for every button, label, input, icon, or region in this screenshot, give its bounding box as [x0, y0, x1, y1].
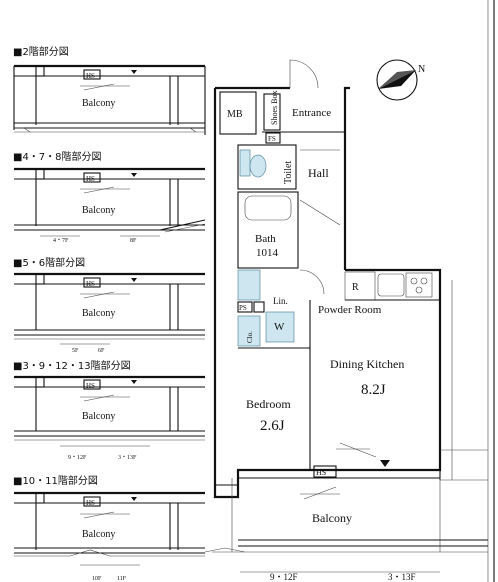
floor-note: 9・12F [68, 455, 87, 461]
closet-fixture [237, 315, 261, 347]
room-ps: PS [239, 304, 247, 312]
floor-note: 4・7F [53, 238, 69, 244]
hs-label: HS [86, 499, 95, 507]
floor-note: 10F [92, 576, 102, 582]
room-clo: Clo. [246, 331, 254, 343]
variant-heading: ■2階部分図 [13, 45, 69, 58]
hs-label: HS [86, 280, 95, 288]
floor-note: 3・13F [388, 572, 416, 582]
marker-icon [131, 173, 137, 177]
room-dk-size: 8.2J [361, 382, 386, 398]
room-entrance: Entrance [292, 107, 331, 119]
hs-label: HS [86, 382, 95, 390]
hs-label: HS [316, 468, 326, 477]
hs-label: HS [86, 72, 95, 80]
room-toilet: Toilet [283, 161, 294, 184]
floor-note: 3・13F [118, 455, 137, 461]
cooktop [405, 272, 433, 298]
variant-floor-2: ■2階部分図 HS Balcony [13, 45, 206, 135]
entrance-door [289, 59, 319, 89]
room-powder: Powder Room [318, 304, 382, 316]
kitchen-sink [377, 273, 405, 297]
variant-floor-3-9-12-13: ■3・9・12・13階部分図 HS Balcony 9・12F 3・13F [13, 359, 205, 461]
room-balcony: Balcony [312, 511, 352, 525]
floor-note: 6F [98, 348, 105, 354]
room-mb: MB [227, 109, 243, 120]
room-w: W [274, 321, 285, 333]
floor-note: 11F [117, 576, 127, 582]
room-bedroom: Bedroom [246, 397, 291, 411]
floor-note: 8F [130, 238, 137, 244]
variant-floor-5-6: ■5・6階部分図 HS Balcony 5F 6F [13, 256, 205, 354]
room-bath: Bath [255, 233, 276, 245]
marker-icon [131, 497, 137, 501]
floor-note: 5F [72, 348, 79, 354]
room-lin: Lin. [273, 296, 288, 306]
room-bath-size: 1014 [256, 247, 279, 259]
hs-label: HS [86, 175, 95, 183]
room-r: R [352, 282, 359, 293]
sink-fixture [239, 149, 251, 177]
variant-floor-4-7-8: ■4・7・8階部分図 HS Balcony 4・7F 8F [13, 150, 206, 244]
variant-heading: ■3・9・12・13階部分図 [13, 359, 131, 372]
floor-note: 9・12F [270, 572, 298, 582]
room-dining-kitchen: Dining Kitchen [330, 357, 404, 371]
room-shoes-box: Shoes Box [270, 91, 279, 125]
compass-icon: N [376, 59, 425, 101]
balcony-label: Balcony [82, 98, 115, 109]
balcony-label: Balcony [82, 205, 115, 216]
room-bedroom-size: 2.6J [260, 418, 285, 434]
balcony-label: Balcony [82, 308, 115, 319]
variant-heading: ■4・7・8階部分図 [13, 150, 102, 163]
marker-icon [380, 460, 390, 467]
marker-icon [131, 380, 137, 384]
balcony-label: Balcony [82, 529, 115, 540]
balcony-label: Balcony [82, 411, 115, 422]
main-plan: MB Shoes Box Entrance FS Toilet Hall Bat… [204, 0, 495, 582]
marker-icon [131, 278, 137, 282]
toilet-bowl [249, 154, 267, 178]
room-hall: Hall [308, 166, 329, 180]
washbasin-fixture [237, 269, 261, 301]
marker-icon [131, 70, 137, 74]
compass-label: N [418, 64, 425, 75]
room-fs: FS [268, 135, 276, 143]
variant-heading: ■10・11階部分図 [13, 474, 98, 487]
variant-heading: ■5・6階部分図 [13, 256, 85, 269]
variant-floor-10-11: ■10・11階部分図 HS Balcony 10F 11F [13, 474, 205, 582]
washer-space [265, 311, 295, 343]
